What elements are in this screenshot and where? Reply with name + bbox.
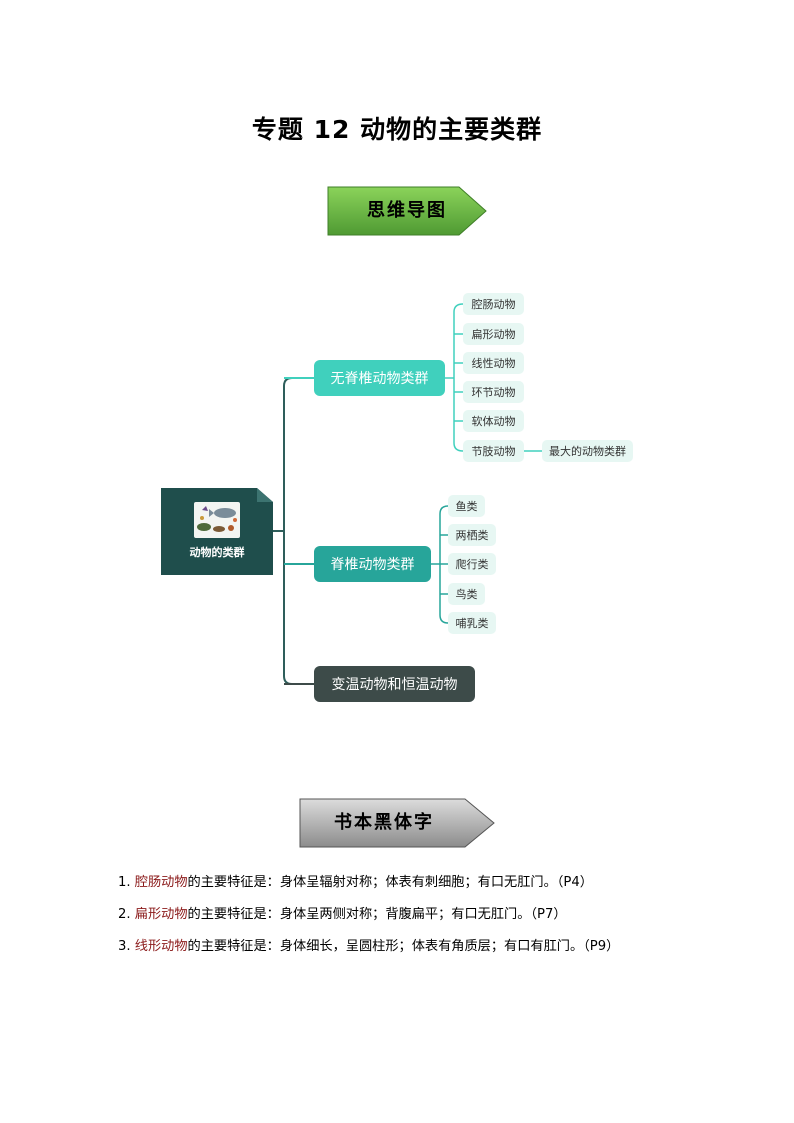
green-arrow-shape bbox=[327, 186, 487, 236]
leaf-reptiles: 爬行类 bbox=[448, 553, 496, 575]
key-point-term: 扁形动物 bbox=[134, 907, 188, 922]
grey-arrow-shape bbox=[299, 798, 495, 848]
key-point-number: 2. bbox=[118, 907, 131, 922]
mind-map-connectors bbox=[273, 303, 542, 685]
leaf-birds: 鸟类 bbox=[448, 583, 485, 605]
key-point-text: 的主要特征是：身体呈两侧对称；背腹扁平；有口无肛门。（P7） bbox=[187, 907, 567, 922]
leaf-arthropods: 节肢动物 bbox=[463, 440, 524, 462]
key-point-number: 1. bbox=[118, 875, 131, 890]
key-point-2: 2. 扁形动物的主要特征是：身体呈两侧对称；背腹扁平；有口无肛门。（P7） bbox=[118, 899, 698, 931]
leaf-coelenterates: 腔肠动物 bbox=[463, 293, 524, 315]
page-title: 专题 12 动物的主要类群 bbox=[251, 115, 543, 144]
leaf-mollusks: 软体动物 bbox=[463, 410, 524, 432]
animals-image bbox=[194, 502, 240, 538]
key-point-3: 3. 线形动物的主要特征是：身体细长，呈圆柱形；体表有角质层；有口有肛门。（P9… bbox=[118, 931, 698, 963]
leaf-flatworms: 扁形动物 bbox=[463, 323, 524, 345]
key-point-term: 线形动物 bbox=[134, 939, 188, 954]
key-points-list: 1. 腔肠动物的主要特征是：身体呈辐射对称；体表有刺细胞；有口无肛门。（P4） … bbox=[118, 867, 698, 963]
leaf-fish: 鱼类 bbox=[448, 495, 485, 517]
textbook-banner: 书本黑体字 bbox=[299, 798, 499, 848]
key-point-number: 3. bbox=[118, 939, 131, 954]
leaf-amphibians: 两栖类 bbox=[448, 524, 496, 546]
leaf-annelids: 环节动物 bbox=[463, 381, 524, 403]
key-point-term: 腔肠动物 bbox=[134, 875, 188, 890]
leaf-mammals: 哺乳类 bbox=[448, 612, 496, 634]
root-node: 动物的类群 bbox=[161, 488, 273, 575]
branch-invertebrates: 无脊椎动物类群 bbox=[314, 360, 445, 396]
leaf-roundworms: 线性动物 bbox=[463, 352, 524, 374]
mindmap-banner: 思维导图 bbox=[327, 186, 517, 236]
key-point-text: 的主要特征是：身体呈辐射对称；体表有刺细胞；有口无肛门。（P4） bbox=[187, 875, 593, 890]
textbook-banner-label: 书本黑体字 bbox=[334, 812, 434, 833]
key-point-text: 的主要特征是：身体细长，呈圆柱形；体表有角质层；有口有肛门。（P9） bbox=[187, 939, 620, 954]
key-point-1: 1. 腔肠动物的主要特征是：身体呈辐射对称；体表有刺细胞；有口无肛门。（P4） bbox=[118, 867, 698, 899]
branch-vertebrates: 脊椎动物类群 bbox=[314, 546, 431, 582]
mindmap-banner-label: 思维导图 bbox=[367, 200, 447, 221]
leaf-note-largest-group: 最大的动物类群 bbox=[542, 440, 633, 462]
root-node-label: 动物的类群 bbox=[189, 546, 245, 559]
mind-map: 动物的类群 无脊椎动物类群 脊椎动物类群 变温动物和恒温动物 腔肠动物 扁形动物… bbox=[161, 293, 633, 702]
branch-body-temperature: 变温动物和恒温动物 bbox=[314, 666, 475, 702]
